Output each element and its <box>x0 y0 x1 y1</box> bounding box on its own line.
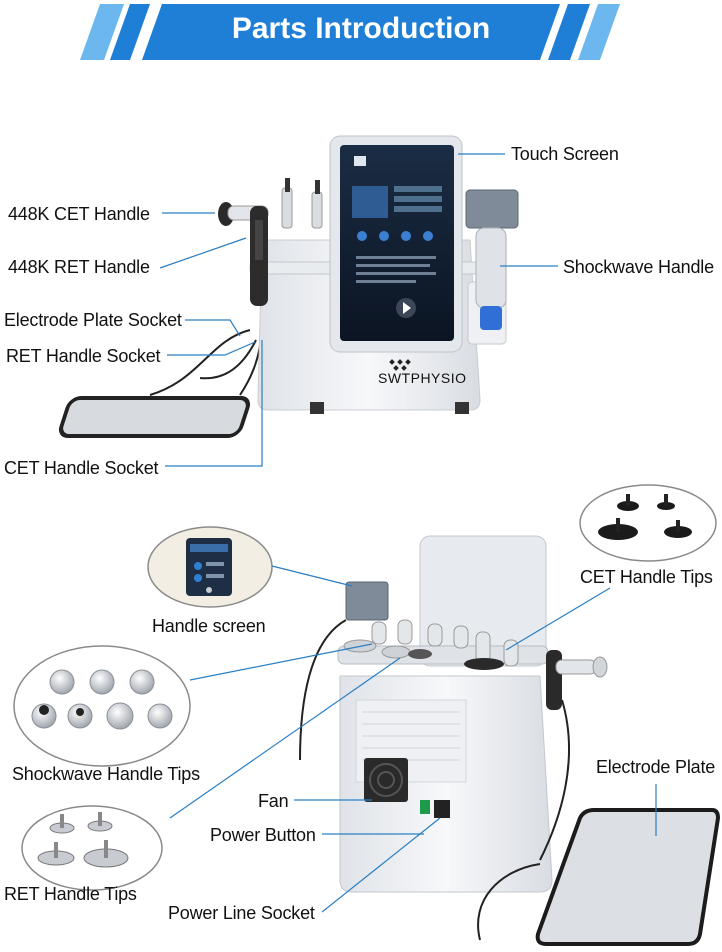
label-power-line-socket: Power Line Socket <box>168 903 315 923</box>
label-electrode-plate-socket: Electrode Plate Socket <box>4 310 182 330</box>
electrode-plate-top <box>58 396 251 438</box>
label-shockwave-handle-tips: Shockwave Handle Tips <box>12 764 200 784</box>
label-touch-screen: Touch Screen <box>511 144 619 164</box>
header-banner <box>80 4 620 60</box>
top-device <box>58 135 519 438</box>
page-title: Parts Introduction <box>231 12 491 45</box>
power-button-switch <box>420 800 430 814</box>
label-handle-screen: Handle screen <box>152 616 266 636</box>
bottom-device <box>13 484 721 946</box>
top-leader-lines <box>159 153 558 467</box>
label-shockwave-handle: Shockwave Handle <box>563 257 714 277</box>
bottom-leader-lines <box>169 565 657 913</box>
label-electrode-plate: Electrode Plate <box>596 757 716 777</box>
label-power-button: Power Button <box>210 825 316 845</box>
label-ret-handle: 448K RET Handle <box>8 257 150 277</box>
label-ret-handle-tips: RET Handle Tips <box>4 884 137 904</box>
electrode-plate-bottom <box>535 808 721 946</box>
label-cet-handle: 448K CET Handle <box>8 204 150 224</box>
label-ret-handle-socket: RET Handle Socket <box>6 346 161 366</box>
label-fan: Fan <box>258 791 289 811</box>
label-cet-handle-tips: CET Handle Tips <box>580 567 713 587</box>
cet-tips-inset <box>579 484 717 562</box>
label-cet-handle-socket: CET Handle Socket <box>4 458 159 478</box>
ret-tips-inset <box>21 805 163 891</box>
brand-logo-text: SWTPHYSIO <box>378 370 467 386</box>
